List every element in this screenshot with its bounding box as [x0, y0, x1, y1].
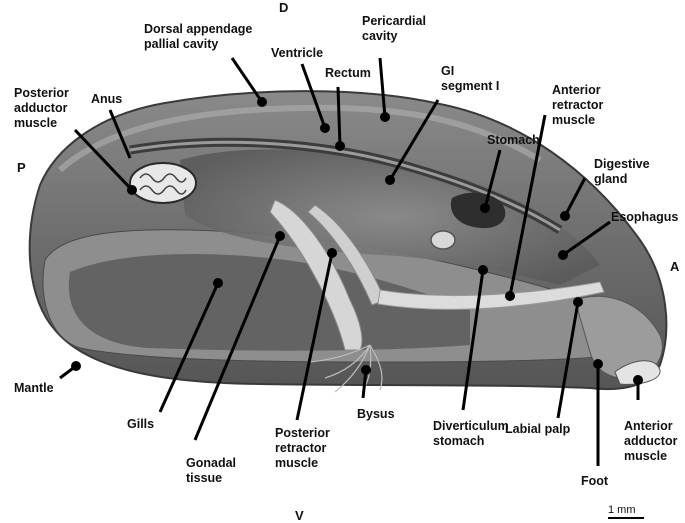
foot-shape — [574, 295, 663, 379]
anterior-adductor-shape — [614, 360, 661, 385]
label-anus: Anus — [91, 92, 123, 106]
label-foot: Foot — [581, 474, 609, 488]
stomach-cavity — [450, 192, 506, 229]
pointer-dots — [71, 97, 643, 385]
label-stomach: Stomach — [487, 133, 540, 147]
label-labial-palp: Labial palp — [505, 422, 571, 436]
label-mantle: Mantle — [14, 381, 54, 395]
posterior-retractor-shape — [269, 199, 363, 351]
digestive-gland-mass — [180, 149, 600, 285]
anterior-retractor-shape — [377, 281, 605, 310]
label-rectum: Rectum — [325, 66, 371, 80]
label-bysus: Bysus — [357, 407, 395, 421]
label-gills: Gills — [127, 417, 155, 431]
posterior-letter: P — [17, 160, 26, 175]
stomach-chamber — [430, 230, 456, 250]
ventral-letter: V — [295, 508, 304, 523]
label-esophagus: Esophagus — [611, 210, 679, 224]
posterior-adductor-shape — [129, 162, 197, 204]
scale-bar-label: 1 mm — [608, 504, 636, 516]
dorsal-rim — [57, 104, 542, 173]
rectum-tube-highlight — [129, 140, 561, 232]
dorsal-letter: D — [279, 0, 289, 15]
anterior-letter: A — [670, 259, 680, 274]
label-ventricle: Ventricle — [271, 46, 324, 60]
